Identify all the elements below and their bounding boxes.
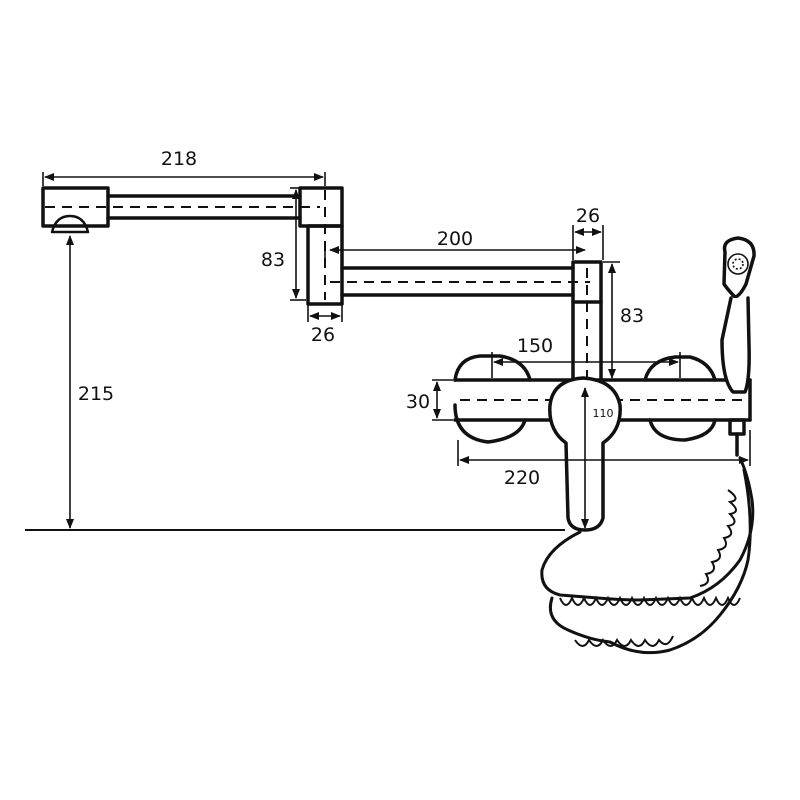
dim-26-right bbox=[572, 225, 604, 260]
mixer-handle bbox=[548, 376, 622, 532]
dim-label-83-left: 83 bbox=[261, 249, 285, 271]
dim-218 bbox=[42, 172, 326, 186]
dim-200 bbox=[324, 242, 586, 262]
dim-30 bbox=[432, 379, 453, 421]
dim-150 bbox=[491, 352, 681, 378]
coiled-hose bbox=[540, 456, 755, 655]
spout-arm bbox=[41, 186, 344, 234]
dim-label-30: 30 bbox=[406, 391, 430, 413]
dim-label-83-right: 83 bbox=[620, 305, 644, 327]
hand-shower bbox=[720, 236, 756, 457]
dim-label-26-left: 26 bbox=[311, 324, 335, 346]
dim-label-220: 220 bbox=[504, 467, 540, 489]
right-elbow bbox=[571, 260, 603, 384]
dim-label-110: 110 bbox=[593, 407, 614, 420]
dim-220 bbox=[457, 430, 751, 466]
dim-label-215: 215 bbox=[78, 383, 114, 405]
dim-label-218: 218 bbox=[161, 148, 197, 170]
dim-83-left bbox=[290, 187, 306, 301]
middle-arm bbox=[330, 266, 590, 297]
dim-26-left bbox=[307, 304, 343, 322]
dim-label-150: 150 bbox=[517, 335, 553, 357]
dim-label-26-right: 26 bbox=[576, 205, 600, 227]
dim-label-200: 200 bbox=[437, 228, 473, 250]
